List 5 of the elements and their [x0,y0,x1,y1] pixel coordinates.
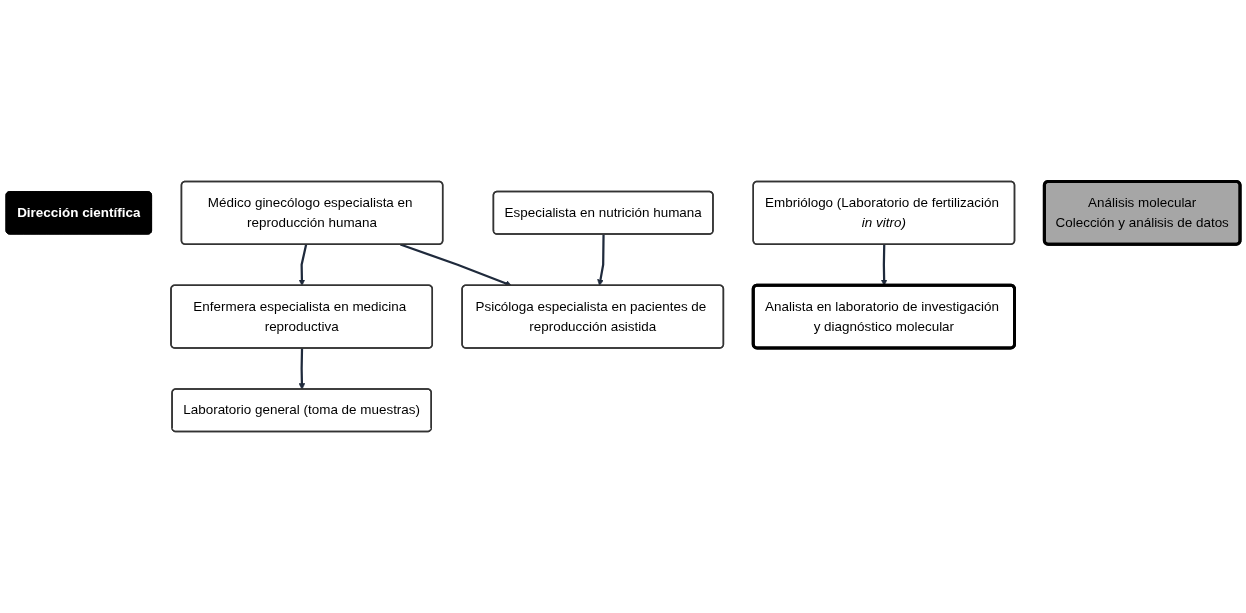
arrow [880,244,888,286]
arrow [597,234,605,286]
arrow [298,244,308,286]
arrow [298,348,306,390]
arrow [400,243,512,287]
